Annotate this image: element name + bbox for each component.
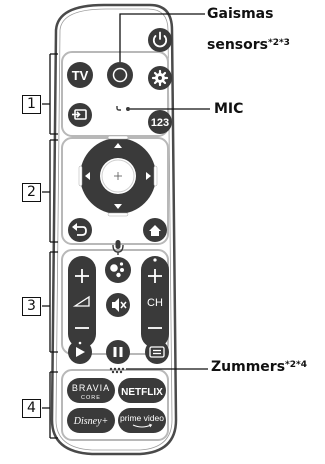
remote-body-inner-edge <box>55 8 173 451</box>
home-button[interactable] <box>143 218 167 242</box>
section-1-label: 1 <box>22 95 41 114</box>
disney-plus-button[interactable]: Disney+ <box>67 408 115 433</box>
channel-label: CH <box>147 297 163 309</box>
guide-icon <box>149 346 165 358</box>
mic-callout: MIC <box>214 101 244 117</box>
input-button[interactable] <box>68 103 92 127</box>
light-sensor-callout: Gaismas sensors*2*3 <box>207 6 290 54</box>
prime-video-label: prime video <box>120 413 164 423</box>
light-sensor-label-line1: Gaismas <box>207 6 274 22</box>
power-icon <box>152 31 168 48</box>
back-icon <box>75 226 87 236</box>
google-assistant-button[interactable] <box>105 257 131 283</box>
mic-hole <box>116 106 130 111</box>
input-icon <box>72 109 87 120</box>
tv-button[interactable]: TV <box>67 62 93 88</box>
mute-button[interactable] <box>106 293 130 317</box>
pause-button[interactable] <box>106 340 130 364</box>
light-sensor <box>107 62 133 88</box>
pause-icon <box>113 347 123 357</box>
back-button[interactable] <box>68 218 92 242</box>
numbers-button[interactable]: 123 <box>148 110 172 134</box>
channel-up-tactile-dot <box>153 258 157 262</box>
prime-smile-icon <box>132 424 152 428</box>
section-brackets <box>42 53 58 439</box>
play-button[interactable] <box>68 340 92 364</box>
power-button[interactable] <box>148 28 172 52</box>
tv-label: TV <box>72 68 89 83</box>
volume-level-icon <box>72 295 90 307</box>
dpad-down-arrow-icon <box>114 204 122 209</box>
prime-video-button[interactable]: prime video <box>118 408 166 433</box>
buzzer-holes <box>109 367 125 374</box>
dpad-right-arrow-icon <box>146 172 151 180</box>
section-4-label: 4 <box>22 399 41 418</box>
volume-up-icon <box>75 269 89 283</box>
home-icon <box>149 225 161 236</box>
play-icon <box>76 347 85 357</box>
gear-icon <box>151 69 169 87</box>
google-assistant-icon <box>110 262 124 278</box>
volume-rocker[interactable] <box>68 256 96 348</box>
mute-icon <box>112 298 127 312</box>
netflix-label: NETFLIX <box>121 387 163 398</box>
microphone-icon <box>112 240 124 255</box>
dpad-up-arrow-icon <box>114 143 122 148</box>
buzzer-label: Zummers <box>211 359 286 375</box>
light-sensor-footnote: *2*3 <box>267 38 290 48</box>
buzzer-callout: Zummers*2*4 <box>211 359 307 376</box>
channel-up-icon <box>148 269 162 283</box>
bravia-label: BRAVIA <box>72 383 110 393</box>
dpad-left-arrow-icon <box>85 172 90 180</box>
section-2-label: 2 <box>22 183 41 202</box>
bravia-core-label: CORE <box>81 395 101 401</box>
light-sensor-label-line2: sensors <box>207 37 268 53</box>
section-3-label: 3 <box>22 297 41 316</box>
play-tactile-dot <box>78 341 82 345</box>
bravia-core-button[interactable]: BRAVIA CORE <box>67 378 115 403</box>
disney-label: Disney+ <box>73 416 109 427</box>
channel-rocker[interactable]: CH <box>141 256 169 348</box>
callout-leaders <box>119 13 210 370</box>
guide-button[interactable] <box>145 340 169 364</box>
buzzer-footnote: *2*4 <box>285 360 307 370</box>
netflix-button[interactable]: NETFLIX <box>118 378 166 403</box>
dpad-center-mark <box>114 172 122 180</box>
numbers-label: 123 <box>151 117 169 129</box>
dpad[interactable] <box>78 135 158 217</box>
settings-button[interactable] <box>148 66 172 90</box>
